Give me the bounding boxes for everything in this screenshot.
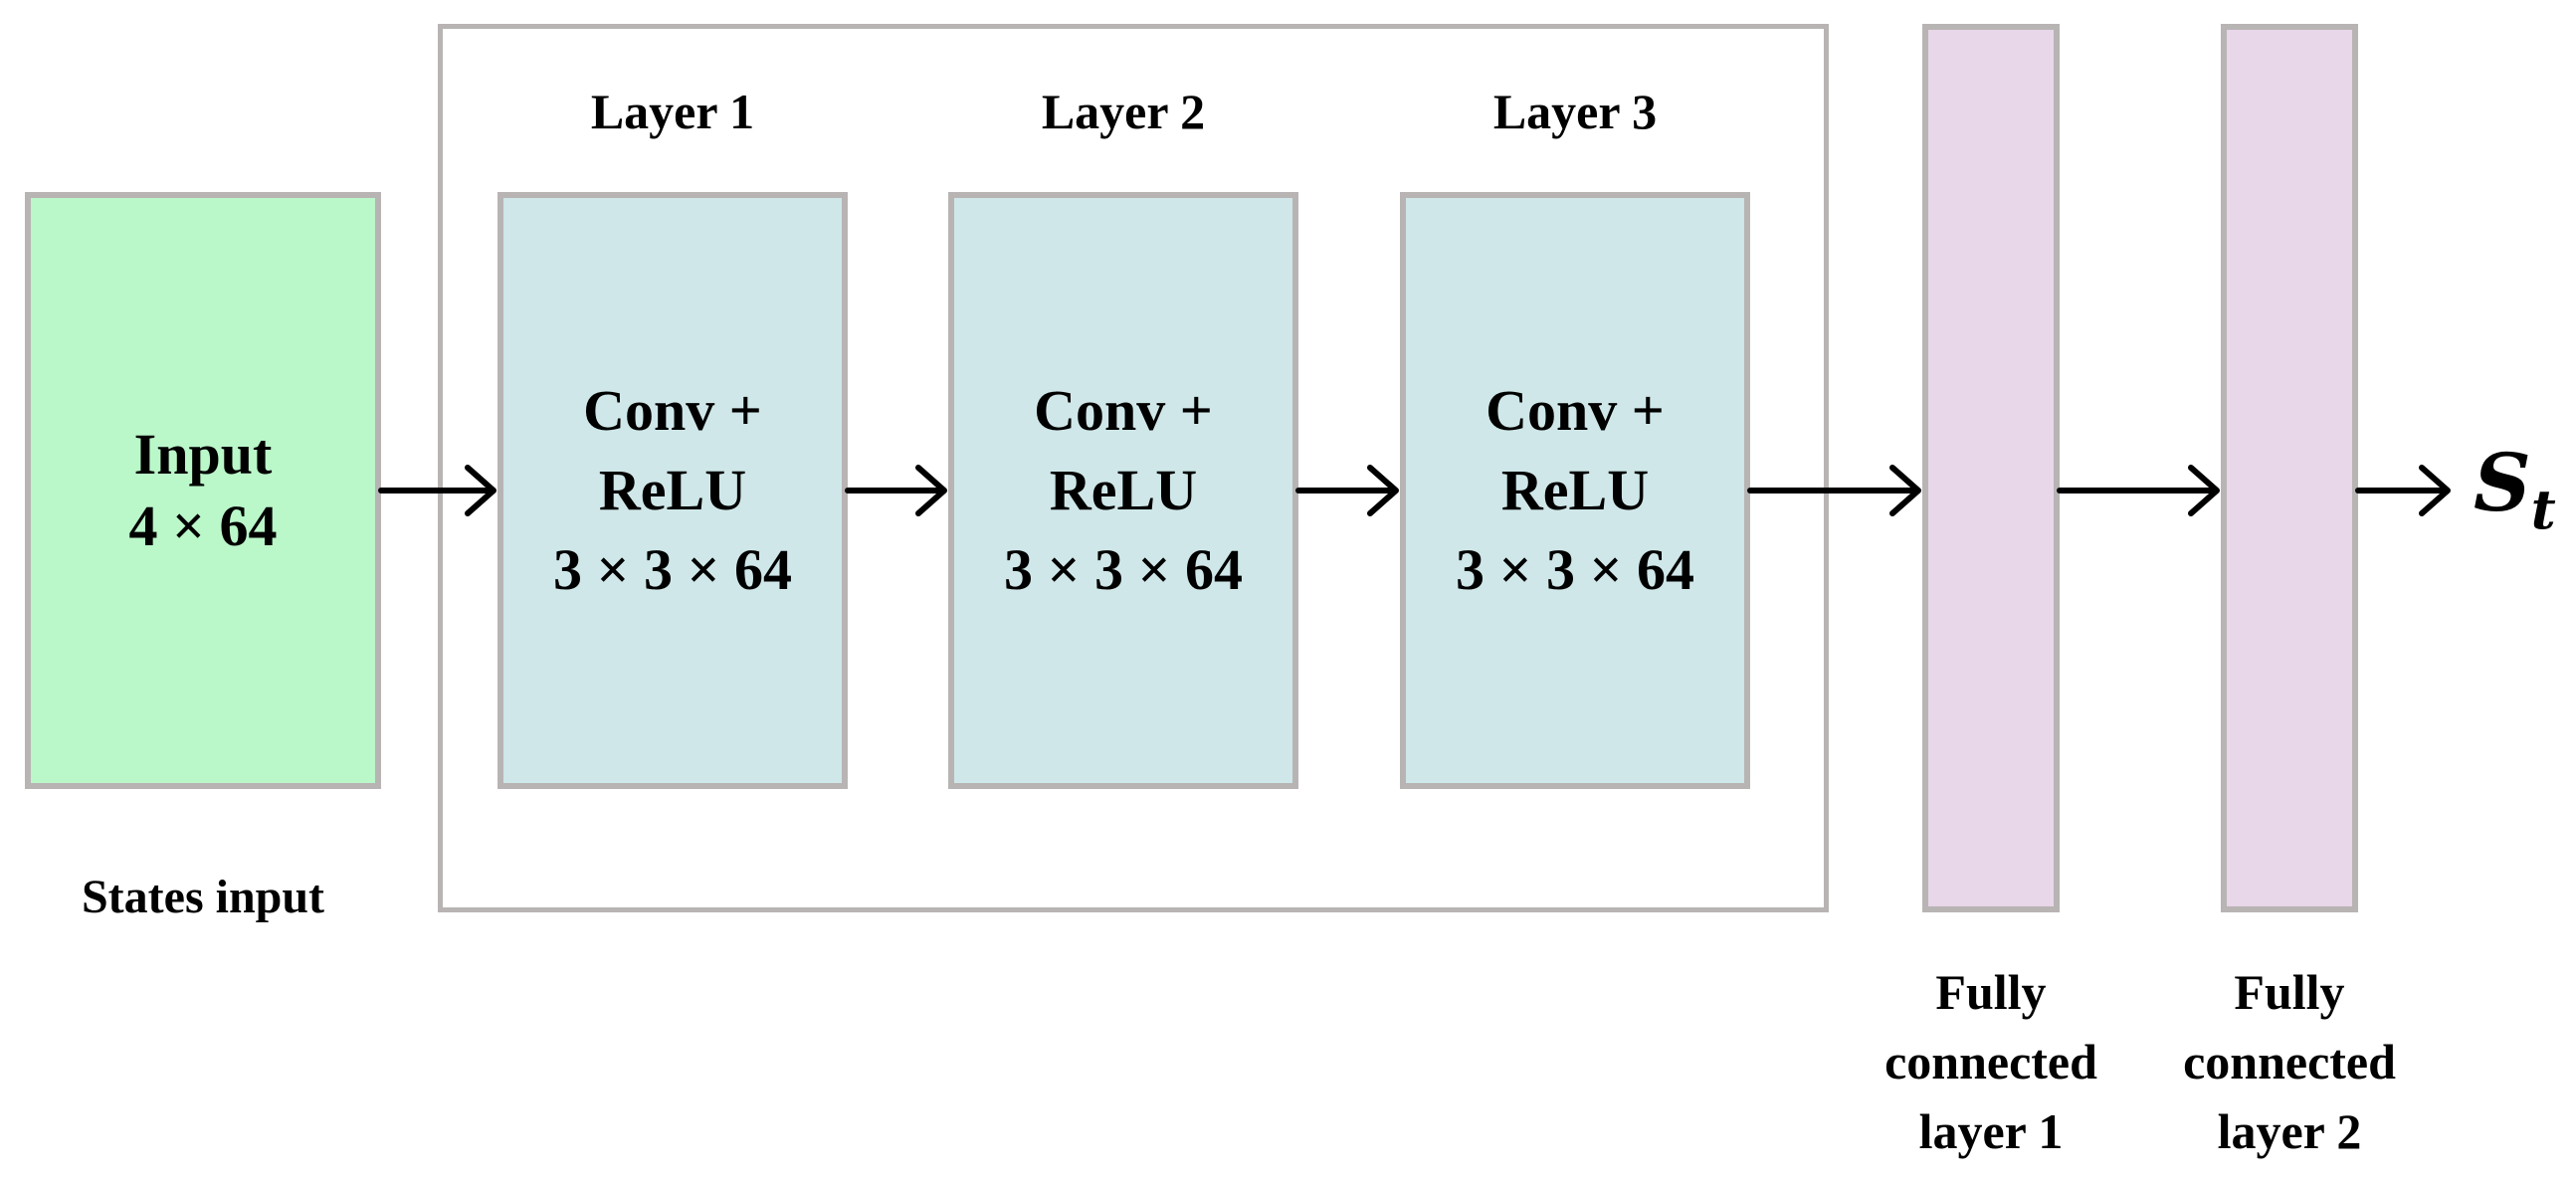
layer-3-title: Layer 3	[1492, 84, 1658, 139]
input-block-text: Input 4 × 64	[31, 198, 375, 783]
conv-layer-2-block: Conv + ReLU 3 × 3 × 64	[948, 192, 1298, 789]
fc-layer-2-block	[2221, 24, 2358, 912]
fc-layer-1-caption: Fully connected layer 1	[1842, 957, 2140, 1166]
input-label: Input	[133, 422, 273, 487]
fc-layer-2-caption-line3: layer 2	[2217, 1103, 2362, 1159]
conv-layer-1-activation: ReLU	[598, 458, 747, 522]
conv-layer-2-kernel: 3 × 3 × 64	[1003, 537, 1244, 602]
arrow-fc2-to-output	[2355, 465, 2451, 516]
fc-layer-1-block	[1922, 24, 2060, 912]
output-symbol-main: S	[2474, 436, 2531, 529]
fc-layer-2-caption-line1: Fully	[2234, 964, 2345, 1020]
arrow-layer3-to-fc1	[1747, 465, 1921, 516]
conv-layer-1-kernel: 3 × 3 × 64	[552, 537, 793, 602]
conv-layer-2-text: Conv + ReLU 3 × 3 × 64	[954, 198, 1292, 783]
conv-layer-3-activation: ReLU	[1500, 458, 1650, 522]
conv-layer-1-text: Conv + ReLU 3 × 3 × 64	[503, 198, 842, 783]
fc-layer-1-caption-line1: Fully	[1935, 964, 2047, 1020]
arrow-input-to-layer1	[378, 465, 496, 516]
conv-layer-3-text: Conv + ReLU 3 × 3 × 64	[1406, 198, 1744, 783]
conv-layer-3-block: Conv + ReLU 3 × 3 × 64	[1400, 192, 1750, 789]
input-shape: 4 × 64	[128, 493, 278, 558]
conv-layer-3-op: Conv +	[1486, 378, 1665, 443]
arrow-layer2-to-layer3	[1295, 465, 1399, 516]
output-symbol-subscript: t	[2530, 478, 2556, 541]
conv-layer-1-op: Conv +	[583, 378, 762, 443]
fc-layer-1-caption-line2: connected	[1884, 1034, 2097, 1089]
conv-layers-group-frame	[438, 24, 1829, 912]
fc-layer-2-caption-line2: connected	[2183, 1034, 2396, 1089]
input-block: Input 4 × 64	[25, 192, 381, 789]
conv-layer-2-activation: ReLU	[1049, 458, 1198, 522]
fc-layer-1-caption-line3: layer 1	[1918, 1103, 2064, 1159]
states-input-caption: States input	[81, 871, 325, 923]
layer-2-title: Layer 2	[1041, 84, 1206, 139]
conv-layer-3-kernel: 3 × 3 × 64	[1455, 537, 1695, 602]
output-state-symbol: St	[2474, 438, 2556, 554]
layer-1-title: Layer 1	[590, 84, 755, 139]
arrow-layer1-to-layer2	[845, 465, 947, 516]
conv-layer-2-op: Conv +	[1034, 378, 1213, 443]
conv-layer-1-block: Conv + ReLU 3 × 3 × 64	[497, 192, 848, 789]
fc-layer-2-caption: Fully connected layer 2	[2140, 957, 2439, 1166]
arrow-fc1-to-fc2	[2057, 465, 2220, 516]
